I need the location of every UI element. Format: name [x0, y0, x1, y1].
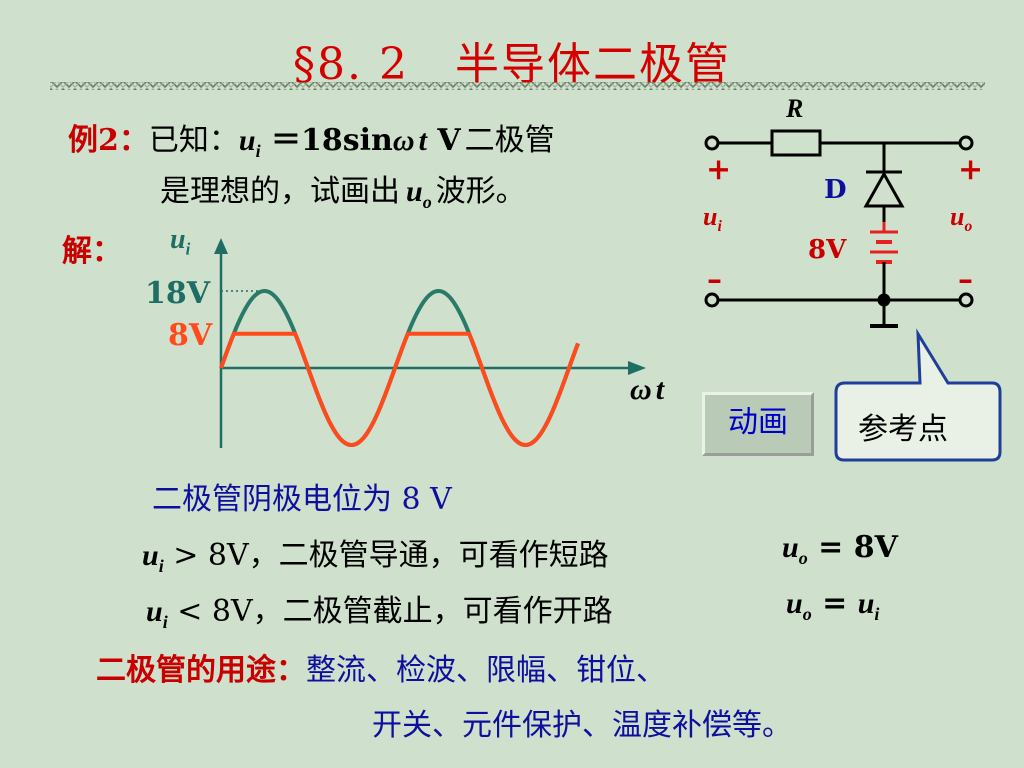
- animation-button[interactable]: 动画: [702, 392, 814, 456]
- diode-label: D: [824, 175, 847, 205]
- conduction-condition: ui > 8V，二极管导通，可看作短路: [142, 538, 609, 576]
- diode-uses-line-2: 开关、元件保护、温度补偿等。: [372, 708, 792, 743]
- diode-symbol: [863, 170, 905, 208]
- cutoff-condition: ui < 8V，二极管截止，可看作开路: [146, 594, 613, 632]
- resistor-label: R: [786, 94, 804, 123]
- cathode-potential-note: 二极管阴极电位为 8 V: [152, 482, 452, 517]
- circuit: [704, 129, 974, 328]
- reference-point-text: 参考点: [858, 412, 948, 447]
- title-separator: [50, 82, 985, 90]
- level-8v-label: 8V: [168, 318, 213, 353]
- output-waveform: [219, 331, 580, 447]
- input-plus-sign: +: [706, 152, 732, 187]
- diode-uses-line-1: 二极管的用途：整流、检波、限幅、钳位、: [96, 653, 666, 688]
- input-voltage-label: ui: [703, 202, 722, 236]
- solution-label: 解：: [62, 234, 122, 269]
- page-title: §8. 2 半导体二极管: [293, 39, 731, 90]
- terminal-in-top: [704, 135, 720, 151]
- y-axis-arrow: [214, 238, 228, 254]
- input-minus-sign: –: [707, 262, 722, 297]
- cutoff-result: uo = ui: [786, 586, 880, 624]
- terminal-out-bottom: [958, 292, 974, 308]
- example-label: 例2：: [68, 123, 149, 158]
- battery-symbol: [870, 222, 898, 264]
- battery-label: 8V: [808, 235, 847, 265]
- terminal-out-top: [958, 135, 974, 151]
- uses-label: 二极管的用途：: [96, 653, 306, 688]
- x-axis-arrow: [628, 361, 646, 375]
- y-axis-label: ui: [170, 224, 191, 259]
- conduction-result: uo = 8V: [782, 530, 898, 568]
- output-plus-sign: +: [958, 152, 984, 187]
- callout-bubble: [834, 328, 1002, 462]
- plot-axes: [214, 238, 646, 448]
- output-voltage-label: uo: [950, 202, 973, 236]
- output-minus-sign: –: [958, 262, 973, 297]
- level-18v-label: 18V: [145, 276, 211, 311]
- resistor-symbol: [770, 129, 822, 157]
